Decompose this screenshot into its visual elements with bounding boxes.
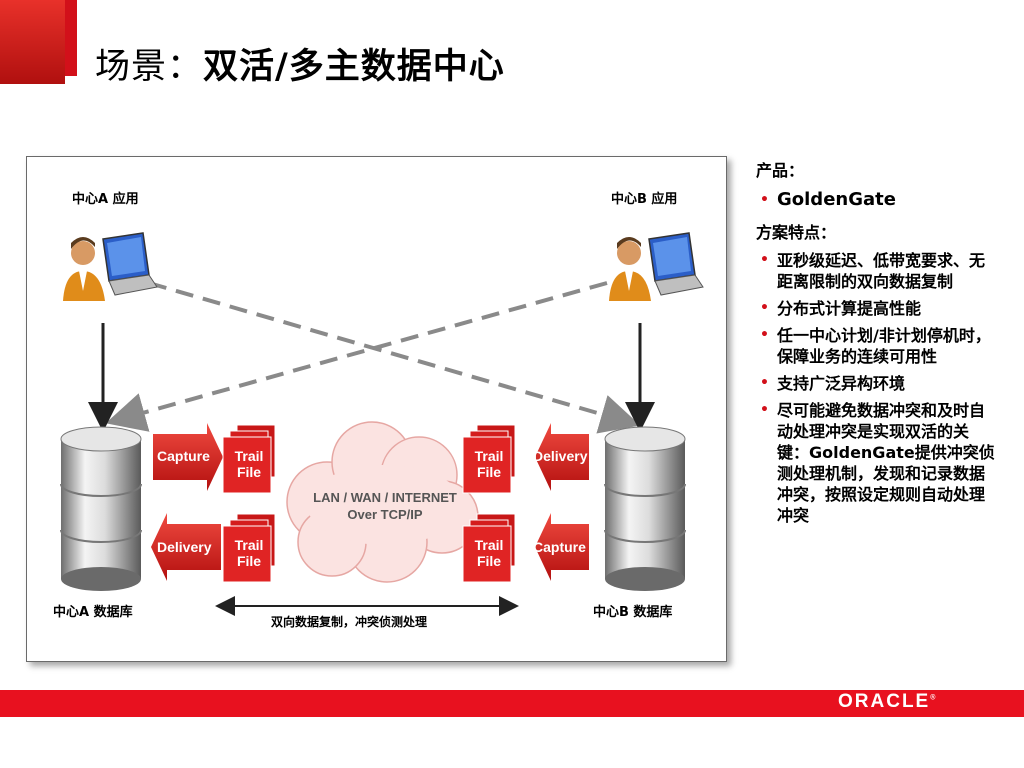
- sync-label: 双向数据复制，冲突侦测处理: [271, 615, 428, 629]
- feature-item: 分布式计算提高性能: [756, 298, 996, 319]
- user-laptop-icon-b: [609, 232, 704, 301]
- feature-panel: 产品： GoldenGate 方案特点： 亚秒级延迟、低带宽要求、无距离限制的双…: [756, 160, 996, 536]
- architecture-diagram: 中心A 应用 中心B 应用 中心A 数据库 中心B 数据库 双向数据复制，冲突侦…: [26, 156, 727, 662]
- footer-bar: [0, 690, 1024, 717]
- feature-item: 任一中心计划/非计划停机时，保障业务的连续可用性: [756, 325, 996, 367]
- trail-text: Trail: [474, 537, 504, 553]
- user-laptop-icon-a: [63, 232, 158, 301]
- trail-text: Trail: [234, 448, 264, 464]
- center-a-app-label: 中心A 应用: [72, 192, 139, 207]
- trail-file-label-b-top: Trail File: [465, 448, 513, 480]
- cloud-line-2: Over TCP/IP: [347, 507, 423, 522]
- product-heading: 产品：: [756, 161, 805, 180]
- file-text: File: [236, 464, 262, 480]
- center-a-db-label: 中心A 数据库: [53, 605, 133, 620]
- replication-line-a-to-b: [148, 281, 641, 434]
- page-title: 场景：双活/多主数据中心: [95, 38, 505, 89]
- database-icon-b: [604, 426, 686, 591]
- capture-arrow-b: [535, 513, 589, 581]
- database-icon-a: [60, 426, 142, 591]
- file-text: File: [476, 553, 502, 569]
- file-text: File: [476, 464, 502, 480]
- delivery-arrow-a: [151, 513, 221, 581]
- features-heading: 方案特点：: [756, 223, 837, 242]
- trail-file-stack-b-top: [462, 424, 516, 494]
- capture-arrow-a: [153, 423, 223, 491]
- feature-item: 亚秒级延迟、低带宽要求、无距离限制的双向数据复制: [756, 250, 996, 292]
- center-b-db-label: 中心B 数据库: [593, 605, 673, 620]
- trail-file-label-a-bottom: Trail File: [225, 537, 273, 569]
- product-list: GoldenGate: [756, 188, 996, 212]
- oracle-logo: ORACLE®: [838, 691, 935, 713]
- trail-file-stack-a-bottom: [222, 513, 276, 583]
- delivery-label-b: Delivery: [533, 448, 588, 464]
- network-cloud: [286, 421, 479, 583]
- corner-strip: [65, 0, 77, 76]
- cloud-line-1: LAN / WAN / INTERNET: [313, 490, 457, 505]
- trail-text: Trail: [474, 448, 504, 464]
- feature-item: 尽可能避免数据冲突和及时自动处理冲突是实现双活的关键：GoldenGate提供冲…: [756, 400, 996, 526]
- delivery-arrow-b: [535, 423, 589, 491]
- trail-file-stack-b-bottom: [462, 513, 516, 583]
- feature-item: 支持广泛异构环境: [756, 373, 996, 394]
- title-main: 双活/多主数据中心: [203, 47, 505, 87]
- capture-label-b: Capture: [533, 539, 586, 555]
- title-prefix: 场景：: [95, 47, 204, 87]
- features-list: 亚秒级延迟、低带宽要求、无距离限制的双向数据复制 分布式计算提高性能 任一中心计…: [756, 250, 996, 526]
- corner-decoration: [0, 0, 65, 84]
- trail-file-label-a-top: Trail File: [225, 448, 273, 480]
- center-b-app-label: 中心B 应用: [611, 192, 678, 207]
- registered-mark: ®: [930, 694, 936, 702]
- cloud-text: LAN / WAN / INTERNET Over TCP/IP: [295, 489, 475, 523]
- capture-label-a: Capture: [157, 448, 210, 464]
- file-text: File: [236, 553, 262, 569]
- trail-file-label-b-bottom: Trail File: [465, 537, 513, 569]
- product-item: GoldenGate: [756, 188, 996, 212]
- trail-text: Trail: [234, 537, 264, 553]
- replication-line-b-to-a: [105, 281, 608, 432]
- oracle-logo-text: ORACLE: [838, 691, 931, 712]
- delivery-label-a: Delivery: [157, 539, 212, 555]
- diagram-canvas: [60, 232, 704, 616]
- trail-file-stack-a-top: [222, 424, 276, 494]
